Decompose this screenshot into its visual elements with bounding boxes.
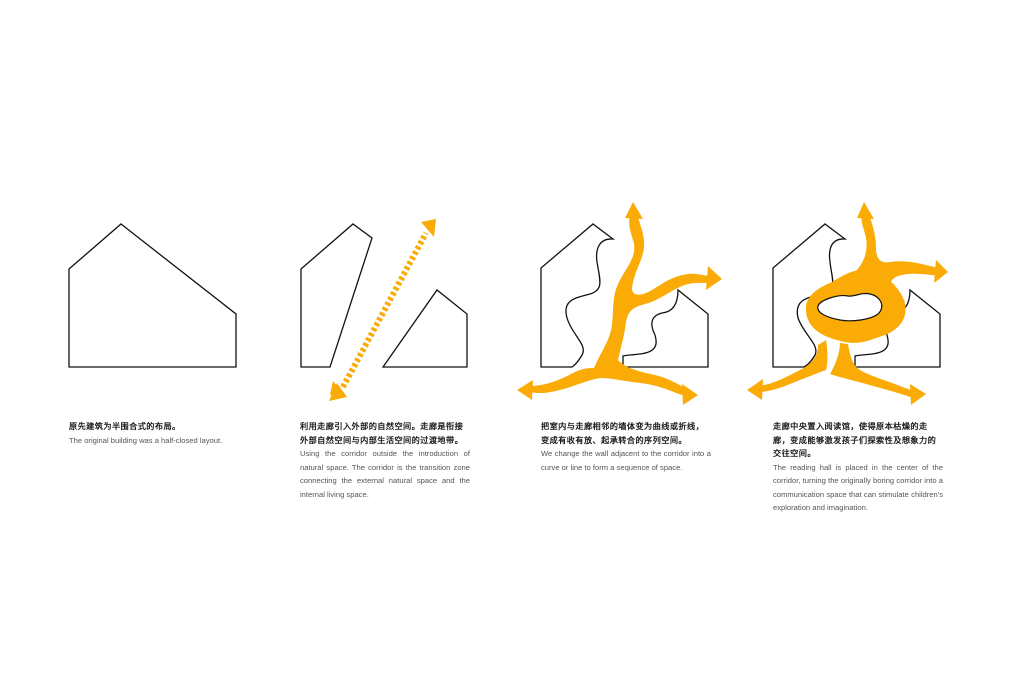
reading-hall-outline bbox=[817, 292, 883, 322]
panel-1-caption-en: The original building was a half-closed … bbox=[69, 435, 223, 445]
panel-2-caption-en: Using the corridor outside the introduct… bbox=[300, 449, 470, 499]
panel-4-caption-en: The reading hall is placed in the center… bbox=[773, 462, 943, 513]
panel-4-curved-wall-building bbox=[772, 223, 941, 368]
panel-3-caption-en: We change the wall adjacent to the corri… bbox=[541, 449, 711, 472]
panel-2-caption: 利用走廊引入外部的自然空间。走廊是衔接外部自然空间与内部生活空间的过渡地带。 U… bbox=[300, 420, 470, 501]
panel-1-caption: 原先建筑为半围合式的布局。 The original building was … bbox=[69, 420, 259, 447]
panel-3-curved-wall-building bbox=[540, 223, 709, 368]
panel-3-caption-cn: 把室内与走廊相邻的墙体变为曲线或折线，变成有收有放、起承转合的序列空间。 bbox=[541, 421, 705, 445]
branching-corridor-with-reading-hall-icon bbox=[747, 202, 948, 405]
panel-2-split-building bbox=[300, 223, 468, 368]
dashed-corridor-arrow-icon bbox=[329, 219, 436, 401]
panel-1-building-outline bbox=[68, 223, 237, 368]
panel-2-caption-cn: 利用走廊引入外部的自然空间。走廊是衔接外部自然空间与内部生活空间的过渡地带。 bbox=[300, 421, 464, 445]
panel-1-caption-cn: 原先建筑为半围合式的布局。 bbox=[69, 421, 181, 431]
panel-4-caption: 走廊中央置入阅读馆，使得原本枯燥的走廊，变成能够激发孩子们探索性及想象力的交往空… bbox=[773, 420, 943, 515]
branching-corridor-arrows-icon bbox=[517, 202, 722, 405]
panel-4-caption-cn: 走廊中央置入阅读馆，使得原本枯燥的走廊，变成能够激发孩子们探索性及想象力的交往空… bbox=[773, 421, 937, 458]
panel-3-caption: 把室内与走廊相邻的墙体变为曲线或折线，变成有收有放、起承转合的序列空间。 We … bbox=[541, 420, 711, 474]
